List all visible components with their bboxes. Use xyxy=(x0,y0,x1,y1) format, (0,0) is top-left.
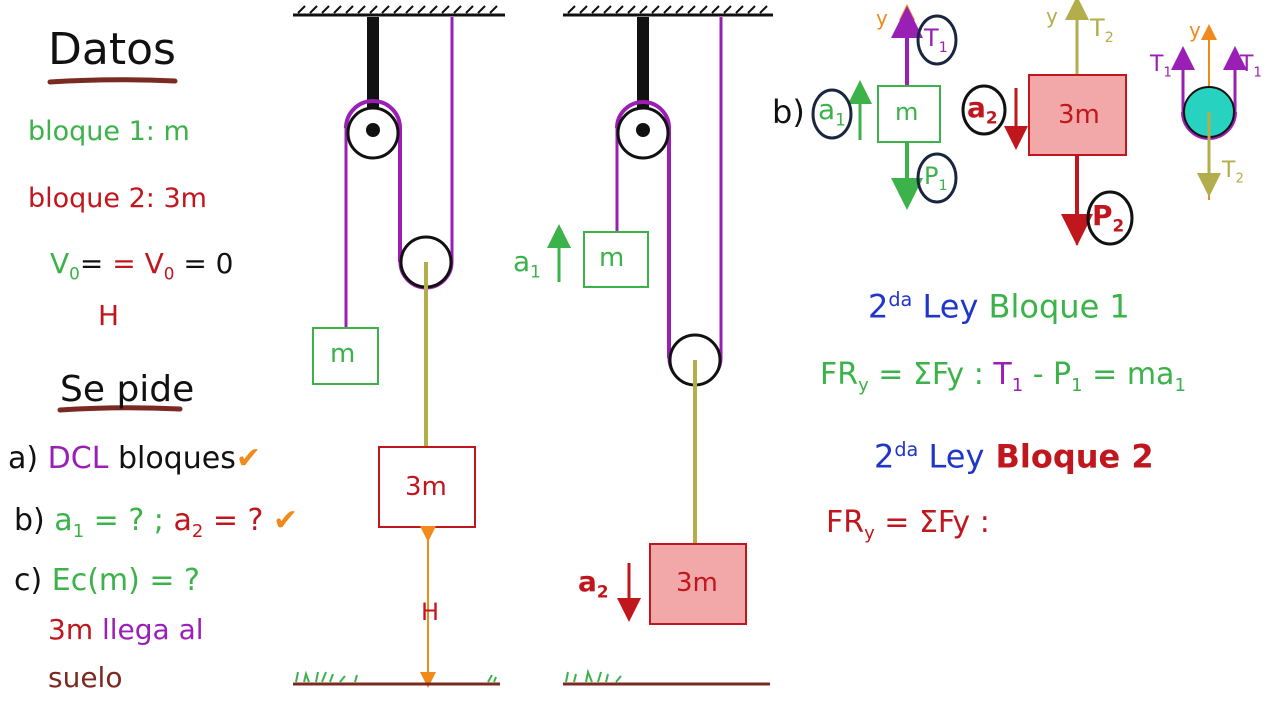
fbd-P1-label: P1 xyxy=(924,162,948,194)
fbd-pulley xyxy=(1171,24,1247,200)
fbd-b-label: b) xyxy=(772,93,805,131)
sepide-c: c) Ec(m) = ? xyxy=(14,563,200,598)
fbd-T2-label: T2 xyxy=(1090,14,1114,46)
fbd-block-1 xyxy=(811,4,958,210)
diagram2-block-3m-label: 3m xyxy=(676,568,718,598)
sepide-title: Se pide xyxy=(60,369,195,410)
ley-bloque-2-heading: 2da Ley Bloque 2 xyxy=(874,437,1154,476)
grass-icon xyxy=(295,670,358,683)
ceiling-hatch-icon xyxy=(567,5,768,14)
block-m-1 xyxy=(312,327,379,385)
fbd-y-label-2: y xyxy=(1046,4,1058,28)
sepide-b: b) a1 = ? ; a2 = ? ✔ xyxy=(14,503,299,542)
fbd-y-label-3: y xyxy=(1189,18,1201,42)
datos-bloque2: bloque 2: 3m xyxy=(28,183,207,214)
block-3m-1 xyxy=(378,446,476,528)
fbd-block-m xyxy=(877,85,941,143)
equation-bloque-2: FRy = ΣFy : xyxy=(826,505,990,544)
datos-h: H xyxy=(98,299,120,332)
diagram1-block-m-label: m xyxy=(330,339,356,369)
datos-underline xyxy=(47,77,178,85)
fbd-a1-label: a1 xyxy=(818,93,846,130)
fbd-block-m-label: m xyxy=(895,98,919,126)
sepide-a: a) DCL bloques✔ xyxy=(8,441,261,476)
datos-title: Datos xyxy=(48,24,176,75)
fbd-block-3m-label: 3m xyxy=(1058,100,1100,130)
fbd-y-label-1: y xyxy=(876,6,888,30)
datos-velocities: V0= = V0 = 0 xyxy=(50,247,234,284)
check-icon: ✔ xyxy=(235,441,261,476)
grass-icon xyxy=(487,674,497,683)
fbd-T1-label: T1 xyxy=(924,24,948,56)
fbd-P2-label: P2 xyxy=(1092,199,1125,236)
block-3m-2 xyxy=(649,543,747,625)
sepide-underline xyxy=(57,405,183,413)
datos-bloque1: bloque 1: m xyxy=(28,116,190,147)
diagram-2 xyxy=(547,5,773,686)
fbd-block-2 xyxy=(961,0,1134,246)
ceiling-hatch-icon xyxy=(297,5,498,14)
fbd-pulley-T2: T2 xyxy=(1222,158,1244,187)
diagram2-a1-label: a1 xyxy=(513,245,541,282)
equation-bloque-1: FRy = ΣFy : T1 - P1 = ma1 xyxy=(820,357,1186,396)
diagram-1 xyxy=(293,5,505,688)
grass-icon xyxy=(565,668,622,683)
check-icon: ✔ xyxy=(272,503,299,538)
ley-bloque-1-heading: 2da Ley Bloque 1 xyxy=(868,287,1130,326)
block-m-2 xyxy=(583,231,649,288)
diagram1-height-label: H xyxy=(421,598,440,626)
diagram2-a2-label: a2 xyxy=(578,565,609,602)
sepide-c-line3: suelo xyxy=(48,661,123,694)
fbd-a2-label: a2 xyxy=(967,91,998,128)
fbd-pulley-T1-left: T1 xyxy=(1150,52,1172,81)
diagram2-block-m-label: m xyxy=(599,243,625,273)
sepide-c-line2: 3m llega al xyxy=(48,613,204,646)
diagram1-block-3m-label: 3m xyxy=(405,472,447,502)
fbd-pulley-T1-right: T1 xyxy=(1240,52,1262,81)
